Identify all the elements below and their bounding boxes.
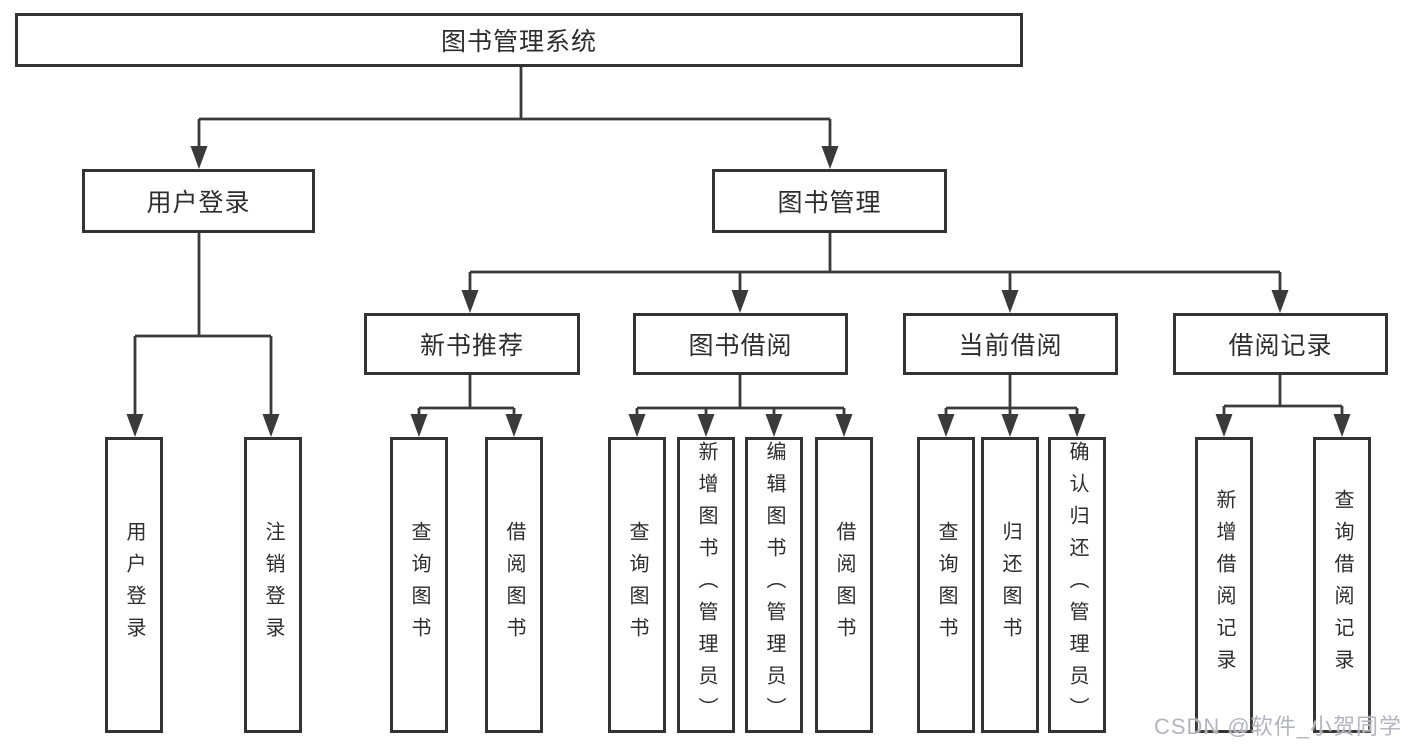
leaf-return-books: 归还图书 <box>981 437 1039 733</box>
leaf-confirm-return-admin: 确认归还（管理员） <box>1048 437 1106 733</box>
leaf-add-borrow-record: 新增借阅记录 <box>1195 437 1253 733</box>
leaf-edit-book-admin: 编辑图书（管理员） <box>745 437 803 733</box>
leaf-logout: 注销登录 <box>244 437 302 733</box>
leaf-borrow-books-recommend: 借阅图书 <box>485 437 543 733</box>
leaf-add-book-admin: 新增图书（管理员） <box>677 437 735 733</box>
node-user-login: 用户登录 <box>82 169 315 233</box>
node-book-management: 图书管理 <box>712 169 947 233</box>
node-borrowing-records: 借阅记录 <box>1173 313 1388 375</box>
leaf-query-borrow-record: 查询借阅记录 <box>1313 437 1371 733</box>
node-book-borrowing: 图书借阅 <box>633 313 848 375</box>
leaf-query-books-current: 查询图书 <box>917 437 975 733</box>
watermark: CSDN @软件_小贺同学 <box>1153 714 1402 739</box>
node-root: 图书管理系统 <box>15 13 1023 67</box>
leaf-query-books-borrowing: 查询图书 <box>608 437 666 733</box>
leaf-borrow-books-borrowing: 借阅图书 <box>815 437 873 733</box>
node-current-borrowing: 当前借阅 <box>903 313 1118 375</box>
leaf-user-login: 用户登录 <box>105 437 163 733</box>
leaf-query-books-recommend: 查询图书 <box>390 437 448 733</box>
node-new-book-recommend: 新书推荐 <box>364 313 580 375</box>
